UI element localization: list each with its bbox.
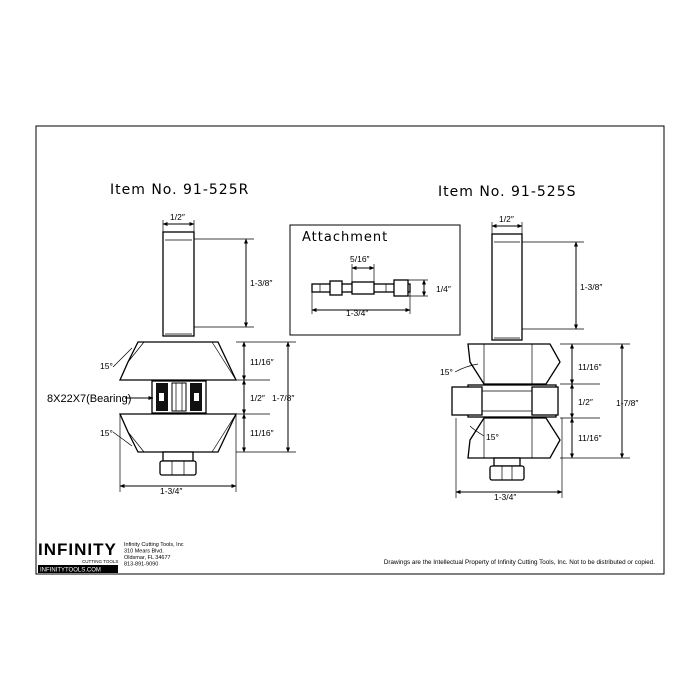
item-r-angle-top-label: 15°	[100, 361, 113, 371]
item-s-angle-top-label: 15°	[440, 367, 453, 377]
item-r-shank-width-label: 1/2″	[170, 212, 185, 222]
item-s-cut-middle-label: 1/2″	[578, 397, 593, 407]
logo-sub: CUTTING TOOLS	[82, 559, 118, 564]
item-s-shank-length-label: 1-3/8″	[580, 282, 602, 292]
attachment-width-label: 5/16″	[350, 254, 370, 264]
item-s-lower-cutter	[467, 417, 561, 459]
item-r-cut-bottom-label: 11/16″	[250, 428, 274, 438]
logo-text: INFINITY	[38, 540, 117, 559]
item-r-drawing: Item No. 91-525R 1/2″ 1-3/8″	[47, 182, 296, 496]
attachment-height-label: 1/4″	[436, 284, 451, 294]
company-phone: 813-891-9090	[124, 562, 158, 568]
item-s-overall-diameter-label: 1-3/4″	[494, 492, 516, 502]
item-r-cut-middle-label: 1/2″	[250, 393, 265, 403]
item-s-shank-width-label: 1/2″	[499, 214, 514, 224]
item-r-overall-height-label: 1-7/8″	[272, 393, 294, 403]
item-s-overall-height-label: 1-7/8″	[616, 398, 638, 408]
company-logo: INFINITY CUTTING TOOLS INFINITYTOOLS.COM	[38, 540, 118, 574]
item-s-title: Item No. 91-525S	[438, 184, 577, 200]
item-r-angle-bottom-label: 15°	[100, 428, 113, 438]
item-r-nut	[159, 460, 197, 476]
item-s-cut-top-label: 11/16″	[578, 362, 602, 372]
logo-website: INFINITYTOOLS.COM	[40, 568, 101, 574]
company-address2: Oldsmar, FL 34677	[124, 555, 171, 561]
item-s-cut-bottom-label: 11/16″	[578, 433, 602, 443]
item-r-title: Item No. 91-525R	[110, 182, 249, 198]
attachment-title: Attachment	[302, 230, 388, 245]
item-r-upper-cutter	[118, 341, 238, 381]
item-s-drawing: Item No. 91-525S 1/2″ 1-3/8″	[438, 184, 638, 502]
item-s-shank	[491, 233, 523, 341]
item-s-nut	[489, 465, 525, 481]
item-r-shank	[162, 231, 195, 337]
item-r-cut-top-label: 11/16″	[250, 357, 274, 367]
item-r-lower-cutter	[118, 413, 238, 453]
footer-notice: Drawings are the Intellectual Property o…	[384, 559, 655, 566]
company-address1: 310 Mears Blvd.	[124, 549, 164, 555]
company-name: Infinity Cutting Tools, Inc	[124, 542, 184, 548]
company-info: Infinity Cutting Tools, Inc 310 Mears Bl…	[124, 542, 184, 568]
item-r-overall-diameter-label: 1-3/4″	[160, 486, 182, 496]
item-s-upper-cutter	[467, 343, 561, 385]
attachment-box: Attachment 5/16″ 1/4″ 1-3/4″	[289, 224, 461, 336]
item-r-bearing-label: 8X22X7(Bearing)	[47, 393, 131, 405]
attachment-length-label: 1-3/4″	[346, 308, 368, 318]
item-s-angle-bottom-label: 15°	[486, 432, 499, 442]
item-r-shank-length-label: 1-3/8″	[250, 278, 272, 288]
